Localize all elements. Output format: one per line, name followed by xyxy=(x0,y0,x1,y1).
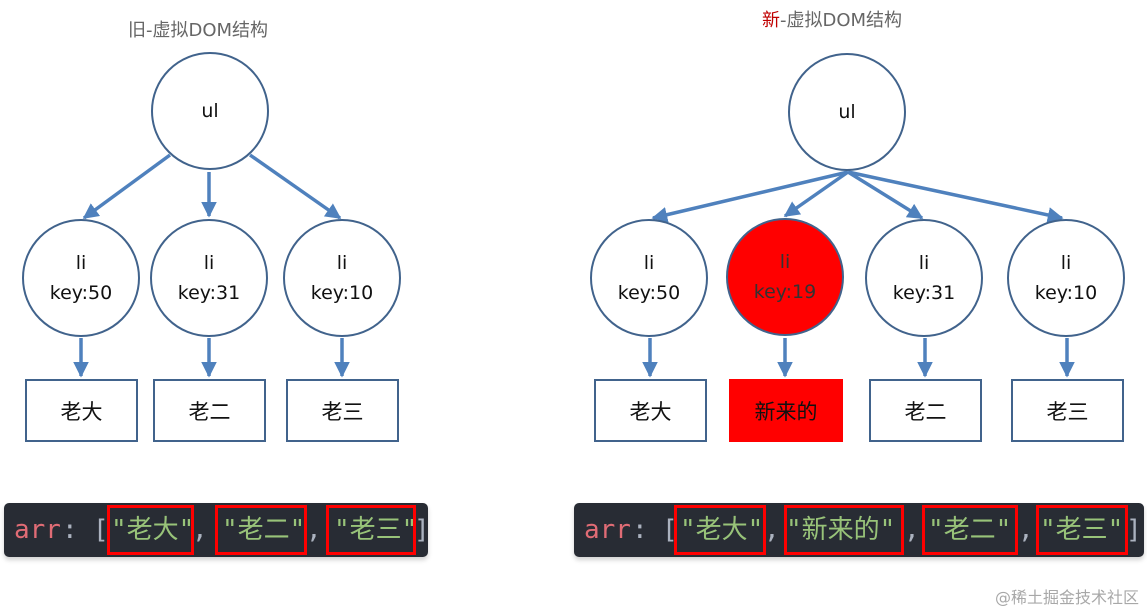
code-comma: , xyxy=(1018,515,1034,545)
code-string-4: "老三" xyxy=(1040,515,1124,545)
code-colon: : xyxy=(632,515,648,545)
code-string-1: "老大" xyxy=(680,515,764,545)
node-key: key:10 xyxy=(310,282,374,304)
watermark: @稀土掘金技术社区 xyxy=(994,588,1139,607)
edge-right-ul-li1 xyxy=(651,170,849,223)
right-li-node-1: li key:50 xyxy=(590,219,708,337)
highlight-frame xyxy=(1036,505,1128,555)
code-comma: , xyxy=(904,515,920,545)
code-bracket-close: ] xyxy=(1126,515,1142,545)
right-text-box-1: 老大 xyxy=(594,379,707,442)
node-label: ul xyxy=(201,100,219,122)
code-bracket-close: ] xyxy=(414,515,430,545)
code-comma: , xyxy=(192,515,208,545)
code-string-2: "新来的" xyxy=(786,515,896,545)
edge-left-ul-li1 xyxy=(82,153,172,220)
code-string-2: "老二" xyxy=(222,515,306,545)
code-identifier: arr xyxy=(584,515,631,545)
node-tag: li xyxy=(1060,252,1072,274)
right-text-box-2-new: 新来的 xyxy=(729,379,843,442)
node-tag: li xyxy=(918,252,930,274)
node-tag: li xyxy=(643,252,655,274)
right-code-snippet: arr : [ "老大" , "新来的" , "老二" , "老三" ] xyxy=(574,503,1144,557)
right-title-rest: -虚拟DOM结构 xyxy=(780,10,903,31)
highlight-frame xyxy=(784,505,904,555)
edge-right-ul-li4 xyxy=(847,170,1064,223)
right-li-node-2-new: li key:19 xyxy=(726,218,844,336)
edge-left-ul-li3 xyxy=(248,153,342,220)
code-string-3: "老三" xyxy=(334,515,418,545)
node-key: key:50 xyxy=(49,282,113,304)
node-key: key:10 xyxy=(1034,282,1098,304)
left-code-snippet: arr : [ "老大" , "老二" , "老三" ] xyxy=(4,503,430,557)
right-text-box-3: 老二 xyxy=(869,379,982,442)
edge-right-ul-li2 xyxy=(783,170,850,218)
right-text-box-4: 老三 xyxy=(1011,379,1124,442)
node-key: key:31 xyxy=(892,282,956,304)
edge-right-ul-li3 xyxy=(847,170,924,220)
right-li-node-4: li key:10 xyxy=(1007,219,1125,337)
code-string-1: "老大" xyxy=(111,515,195,545)
node-label: ul xyxy=(838,101,856,123)
code-identifier: arr xyxy=(14,515,61,545)
node-tag: li xyxy=(336,252,348,274)
left-root-node: ul xyxy=(151,52,269,170)
code-bracket-open: [ xyxy=(662,515,678,545)
code-comma: , xyxy=(306,515,322,545)
right-root-node: ul xyxy=(788,53,906,171)
code-bracket-open: [ xyxy=(93,515,109,545)
left-text-box-1: 老大 xyxy=(25,379,138,442)
node-tag: li xyxy=(75,252,87,274)
left-text-box-2: 老二 xyxy=(153,379,266,442)
left-title: 旧-虚拟DOM结构 xyxy=(128,20,269,41)
highlight-frame xyxy=(674,505,766,555)
code-comma: , xyxy=(764,515,780,545)
right-li-node-3: li key:31 xyxy=(865,219,983,337)
node-tag: li xyxy=(203,252,215,274)
node-key: key:31 xyxy=(177,282,241,304)
right-title: 新-虚拟DOM结构 xyxy=(762,6,902,32)
node-key: key:19 xyxy=(753,281,817,303)
highlight-frame xyxy=(922,505,1018,555)
left-text-box-3: 老三 xyxy=(286,379,399,442)
highlight-frame xyxy=(326,505,416,555)
left-li-node-2: li key:31 xyxy=(150,219,268,337)
left-li-node-1: li key:50 xyxy=(22,219,140,337)
right-title-highlight: 新 xyxy=(762,10,780,31)
code-colon: : xyxy=(62,515,78,545)
highlight-frame xyxy=(107,505,194,555)
code-string-3: "老二" xyxy=(928,515,1012,545)
node-key: key:50 xyxy=(617,282,681,304)
left-li-node-3: li key:10 xyxy=(283,219,401,337)
node-tag: li xyxy=(779,251,791,273)
highlight-frame xyxy=(215,505,307,555)
